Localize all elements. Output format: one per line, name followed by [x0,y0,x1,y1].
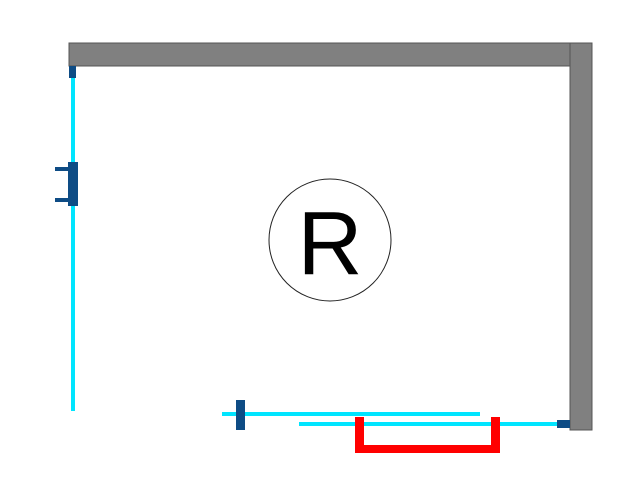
left-hinge-body [68,162,78,206]
left-glass [71,76,75,411]
outer-sliding-glass [222,412,480,416]
left-hinge-arm-top [55,167,70,171]
badge-letter: R [298,194,363,294]
left-glass-panel [55,66,78,411]
walls [68,42,593,431]
inner-sliding-glass [299,422,565,426]
door-handle [355,417,500,453]
right-wall-profile [557,420,570,428]
orientation-badge: R [268,178,392,302]
top-wall [68,42,593,67]
handle-right-post [491,417,500,453]
handle-bar [355,445,500,453]
right-wall [569,42,593,431]
left-hinge-arm-bottom [55,198,70,202]
sliding-doors [222,400,570,430]
left-wall-profile [69,66,76,78]
door-end-profile [236,400,245,430]
handle-left-post [355,417,364,453]
badge-circle [268,178,392,302]
